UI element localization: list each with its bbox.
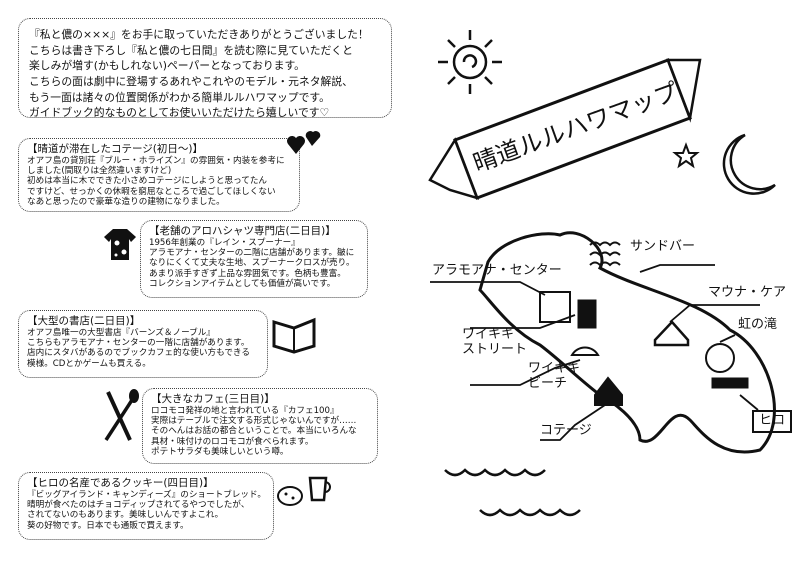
book-icon	[272, 317, 316, 354]
note-bookstore: 【大型の書店(二日目)】 オアフ島唯一の大型書店『バーンズ＆ノーブル』 こちらも…	[18, 310, 268, 378]
label-maunakea: マウナ・ケア	[708, 285, 787, 300]
cookies-coffee-icon	[277, 476, 331, 506]
aloha-shirt-icon	[104, 229, 136, 260]
note-cafe: 【大きなカフェ(三日目)】 ロコモコ発祥の地と言われている『カフェ100』 実際…	[142, 388, 378, 464]
moon-star-icon	[672, 133, 776, 195]
label-cottage: コテージ	[540, 423, 592, 438]
leader-lines	[430, 264, 760, 441]
note-body: オアフ島の貸別荘『ブルー・ホライズン』の雰囲気・内装を参考に しました(間取りは…	[27, 155, 285, 207]
fork-spoon-icon	[104, 389, 139, 441]
note-title: 【ヒロの名産であるクッキー(四日目)】	[27, 477, 214, 489]
label-waikiki-beach: ワイキキ ビーチ	[528, 361, 581, 391]
note-cookie: 【ヒロの名産であるクッキー(四日目)】 『ビッグアイランド・キャンディーズ』のシ…	[18, 472, 274, 540]
label-waikiki-street: ワイキキ ストリート	[462, 327, 528, 357]
note-title: 【晴道が滞在したコテージ(初日～)】	[27, 143, 203, 155]
note-aloha-shop: 【老舗のアロハシャツ専門店(二日目)】 1956年創業の『レイン・スプーナー』 …	[140, 220, 368, 298]
note-title: 【大きなカフェ(三日目)】	[151, 393, 275, 405]
sun-icon	[438, 30, 502, 94]
note-body: オアフ島唯一の大型書店『バーンズ＆ノーブル』 こちらもアラモアナ・センターの一階…	[27, 327, 250, 369]
note-title: 【大型の書店(二日目)】	[27, 315, 141, 327]
label-hilo: ヒロ	[752, 410, 793, 433]
note-body: ロコモコ発祥の地と言われている『カフェ100』 実際はテーブルで注文する形式じゃ…	[151, 405, 357, 457]
map-illustration: 晴道ルルハワマップ	[428, 30, 776, 517]
label-alamoana: アラモアナ・センター	[432, 263, 562, 278]
hearts-icon	[287, 131, 321, 154]
island-outline	[478, 231, 776, 454]
intro-text: 『私と儂の×××』をお手に取っていただきありがとうございました！ こちらは書き下…	[18, 18, 392, 119]
label-rainbow-falls: 虹の滝	[738, 317, 778, 332]
note-body: 『ビッグアイランド・キャンディーズ』のショートブレッド。 晴明が食べたのはチョコ…	[27, 489, 266, 531]
waves	[444, 468, 581, 517]
title-banner: 晴道ルルハワマップ	[428, 58, 702, 200]
note-cottage: 【晴道が滞在したコテージ(初日～)】 オアフ島の貸別荘『ブルー・ホライズン』の雰…	[18, 138, 300, 212]
note-title: 【老舗のアロハシャツ専門店(二日目)】	[149, 225, 336, 237]
label-sandbar: サンドバー	[630, 239, 696, 254]
note-body: 1956年創業の『レイン・スプーナー』 アラモアナ・センターの二階に店舗がありま…	[149, 237, 355, 289]
